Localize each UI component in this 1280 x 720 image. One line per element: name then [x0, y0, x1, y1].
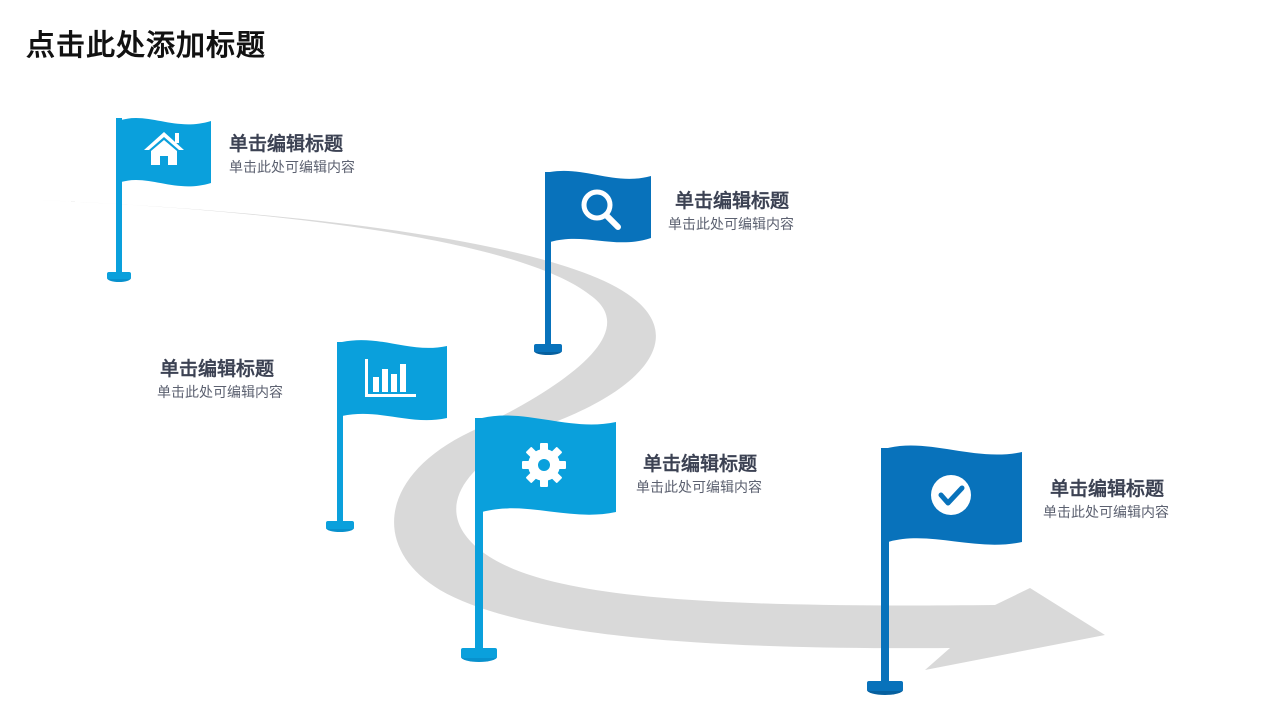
milestone-flag-2[interactable]	[534, 170, 651, 355]
milestone-title[interactable]: 单击编辑标题	[159, 358, 274, 380]
flag-1-pole	[116, 118, 122, 276]
flag-5-base-top	[867, 681, 903, 691]
flag-3-pole	[337, 342, 343, 525]
milestone-title[interactable]: 单击编辑标题	[643, 453, 758, 475]
milestone-desc[interactable]: 单击此处可编辑内容	[157, 385, 283, 401]
milestone-desc[interactable]: 单击此处可编辑内容	[1043, 505, 1169, 521]
flag-5-pole	[881, 448, 889, 684]
milestone-caption-5: 单击编辑标题 单击此处可编辑内容	[1043, 476, 1280, 524]
milestone-caption-3: 单击编辑标题 单击此处可编辑内容	[43, 356, 283, 404]
milestone-desc[interactable]: 单击此处可编辑内容	[668, 217, 794, 233]
milestone-title[interactable]: 单击编辑标题	[675, 190, 790, 212]
search-icon	[581, 189, 621, 230]
gear-icon	[522, 443, 566, 487]
check-circle-icon	[931, 475, 971, 515]
milestone-flag-5[interactable]	[867, 445, 1022, 695]
milestone-caption-1: 单击编辑标题 单击此处可编辑内容	[229, 131, 469, 179]
slide-title[interactable]: 点击此处添加标题	[26, 28, 267, 62]
milestone-desc[interactable]: 单击此处可编辑内容	[229, 160, 355, 176]
milestone-flag-4[interactable]	[461, 415, 616, 662]
flag-4-base-top	[461, 648, 497, 658]
flag-4-pole	[475, 418, 483, 652]
milestone-flag-1[interactable]	[107, 118, 211, 282]
milestone-title[interactable]: 单击编辑标题	[1050, 478, 1165, 500]
milestone-flag-3[interactable]	[326, 340, 447, 532]
flag-2-pole	[545, 172, 551, 348]
road-arrow	[38, 200, 1105, 670]
milestone-caption-4: 单击编辑标题 单击此处可编辑内容	[636, 451, 876, 499]
bar-chart-icon	[365, 359, 416, 397]
milestone-caption-2: 单击编辑标题 单击此处可编辑内容	[668, 188, 908, 236]
home-icon	[144, 132, 184, 165]
milestone-title[interactable]: 单击编辑标题	[229, 133, 344, 155]
flag-2-banner	[550, 170, 651, 243]
milestone-desc[interactable]: 单击此处可编辑内容	[636, 480, 762, 496]
